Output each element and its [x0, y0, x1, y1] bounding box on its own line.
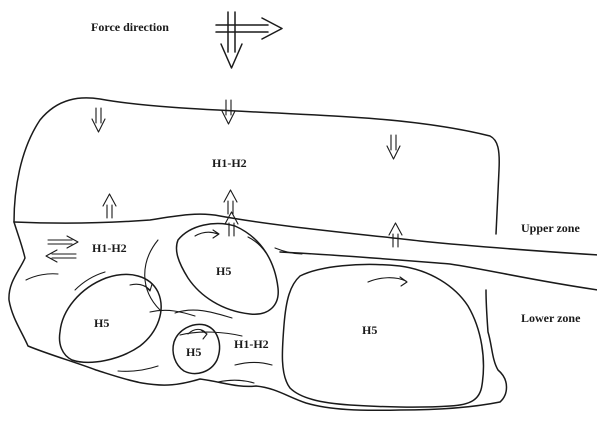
matrix-left-label: H1-H2 — [92, 241, 127, 255]
upward-arrow-icon — [223, 189, 238, 215]
upward-arrow-icon — [388, 222, 403, 248]
compression-arrow-icon — [386, 134, 401, 160]
lower-zone-outline — [8, 221, 508, 412]
lower-zone-label: Lower zone — [521, 311, 581, 325]
lens-left-label: H5 — [94, 316, 109, 330]
upward-arrow-icon — [102, 193, 117, 219]
shear-traces — [25, 236, 303, 384]
compression-arrow-icon — [91, 107, 106, 133]
upper-block-outline — [13, 97, 500, 235]
shear-couple-arrows-icon — [45, 235, 79, 263]
lens-large-label: H5 — [362, 323, 377, 337]
force-direction-label: Force direction — [91, 20, 169, 34]
lens-upper-middle-label: H5 — [216, 264, 231, 278]
rotation-arrows — [129, 229, 408, 340]
lens-left-outline — [58, 273, 162, 364]
upward-arrow-icon — [224, 211, 239, 237]
upper-zone-label: Upper zone — [521, 221, 580, 235]
lens-upper-middle-outline — [175, 222, 279, 315]
compression-arrow-icon — [221, 99, 236, 125]
matrix-bottom-label: H1-H2 — [234, 337, 269, 351]
zone-boundary-lower — [279, 251, 597, 291]
lens-large-outline — [281, 263, 485, 408]
force-direction-arrows-icon — [215, 11, 283, 69]
lens-small-label: H5 — [186, 345, 201, 359]
lens-small-outline — [172, 323, 221, 375]
block-top-label: H1-H2 — [212, 156, 247, 170]
zone-boundary-upper — [13, 213, 597, 256]
